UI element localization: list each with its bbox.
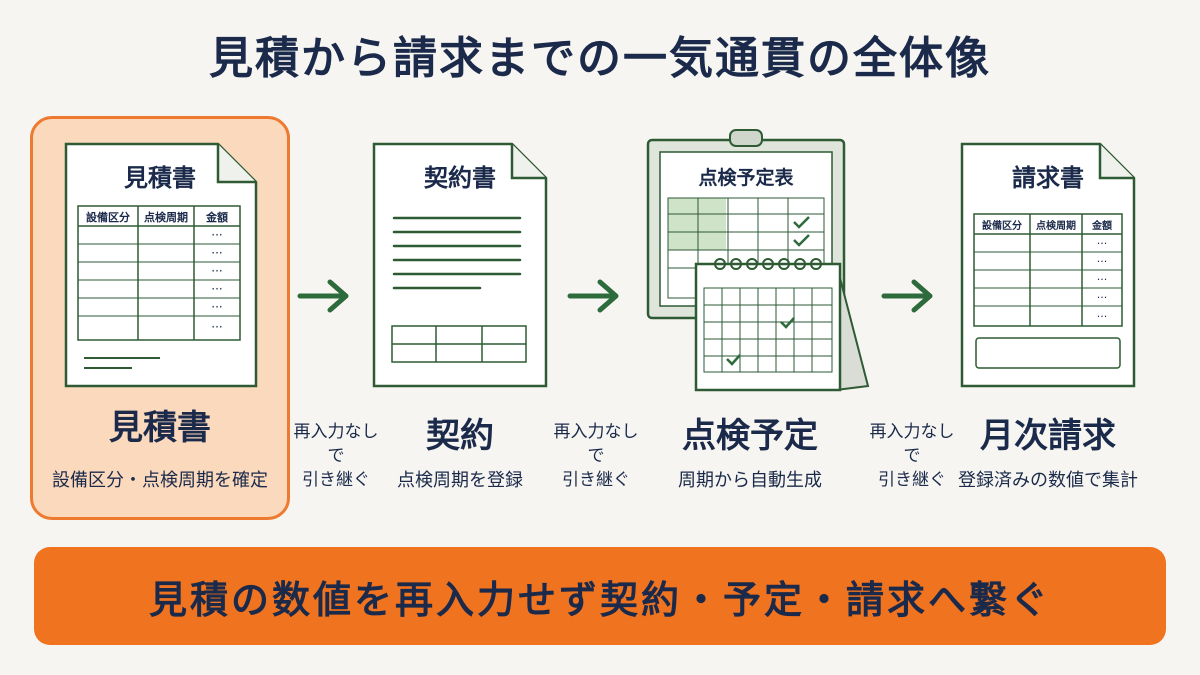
connector-3-line1: 再入力なしで bbox=[869, 422, 955, 466]
contract-document-icon: 契約書 bbox=[372, 142, 548, 388]
schedule-calendar-icon: 点検予定表 bbox=[646, 129, 870, 392]
connector-1-line2: 引き継ぐ bbox=[302, 470, 370, 490]
svg-text:···: ··· bbox=[211, 264, 222, 278]
step-title-estimate: 見積書 bbox=[109, 408, 211, 448]
page-title: 見積から請求までの一気通貫の全体像 bbox=[209, 33, 991, 84]
invoice-col-1: 設備区分 bbox=[982, 219, 1022, 232]
connector-1-line1: 再入力なしで bbox=[293, 422, 379, 466]
estimate-col-3: 金額 bbox=[205, 210, 228, 224]
step-sub-schedule: 周期から自動生成 bbox=[678, 470, 822, 491]
invoice-col-3: 金額 bbox=[1091, 219, 1112, 232]
step-sub-invoice: 登録済みの数値で集計 bbox=[958, 470, 1138, 491]
invoice-col-2: 点検周期 bbox=[1036, 219, 1076, 232]
svg-text:···: ··· bbox=[211, 246, 222, 260]
estimate-col-1: 設備区分 bbox=[86, 210, 130, 224]
svg-text:···: ··· bbox=[1097, 255, 1108, 268]
arrow-icon bbox=[297, 279, 349, 313]
estimate-col-2: 点検周期 bbox=[144, 210, 188, 224]
invoice-document-icon: 請求書 設備区分 点検周期 金額 ··· ··· ··· ··· ··· bbox=[960, 142, 1136, 388]
svg-text:···: ··· bbox=[211, 228, 222, 242]
svg-text:···: ··· bbox=[211, 300, 222, 314]
svg-text:···: ··· bbox=[1097, 273, 1108, 286]
arrow-icon bbox=[881, 279, 933, 313]
connector-1: 再入力なしで 引き継ぐ bbox=[286, 420, 386, 492]
step-title-invoice: 月次請求 bbox=[980, 416, 1116, 456]
svg-text:···: ··· bbox=[1097, 291, 1108, 304]
connector-3-line2: 引き継ぐ bbox=[878, 470, 946, 490]
svg-text:···: ··· bbox=[1097, 237, 1108, 250]
summary-banner: 見積の数値を再入力せず契約・予定・請求へ繋ぐ bbox=[34, 547, 1166, 645]
connector-3: 再入力なしで 引き継ぐ bbox=[862, 420, 962, 492]
svg-text:···: ··· bbox=[211, 282, 222, 296]
svg-text:···: ··· bbox=[211, 320, 222, 334]
invoice-doc-heading: 請求書 bbox=[1012, 164, 1084, 192]
svg-text:···: ··· bbox=[1097, 310, 1108, 323]
arrow-icon bbox=[567, 279, 619, 313]
estimate-document-icon: 見積書 設備区分 点検周期 金額 ··· ··· ··· ··· ··· ··· bbox=[64, 142, 258, 388]
contract-doc-heading: 契約書 bbox=[424, 164, 496, 192]
summary-banner-text: 見積の数値を再入力せず契約・予定・請求へ繋ぐ bbox=[148, 577, 1051, 622]
step-sub-estimate: 設備区分・点検周期を確定 bbox=[52, 470, 268, 491]
connector-2: 再入力なしで 引き継ぐ bbox=[546, 420, 646, 492]
estimate-doc-heading: 見積書 bbox=[124, 164, 196, 192]
schedule-doc-heading: 点検予定表 bbox=[698, 166, 794, 189]
step-title-contract: 契約 bbox=[426, 416, 494, 456]
connector-2-line1: 再入力なしで bbox=[553, 422, 639, 466]
step-title-schedule: 点検予定 bbox=[682, 416, 818, 456]
connector-2-line2: 引き継ぐ bbox=[562, 470, 630, 490]
step-sub-contract: 点検周期を登録 bbox=[397, 470, 523, 491]
